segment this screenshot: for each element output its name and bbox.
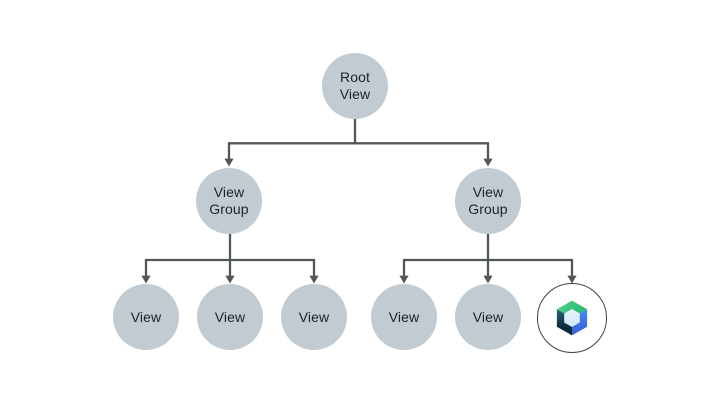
- node-compose: [537, 283, 607, 353]
- connector-arrowheads: [141, 158, 577, 284]
- node-label: Root View: [339, 69, 371, 102]
- node-view-group-right: View Group: [455, 168, 521, 234]
- arrowhead-icon: [225, 275, 235, 284]
- node-view-2: View: [197, 284, 263, 350]
- node-label: View: [388, 308, 420, 325]
- node-label: View Group: [468, 184, 508, 217]
- arrowhead-icon: [224, 158, 234, 167]
- node-label: View: [130, 308, 162, 325]
- arrowhead-icon: [483, 158, 493, 167]
- arrowhead-icon: [399, 275, 409, 284]
- arrowhead-icon: [309, 275, 319, 284]
- node-view-1: View: [113, 284, 179, 350]
- node-label: View: [298, 308, 330, 325]
- compose-hole: [564, 309, 580, 327]
- node-view-5: View: [455, 284, 521, 350]
- node-view-3: View: [281, 284, 347, 350]
- jetpack-compose-icon: [556, 300, 588, 336]
- arrowhead-icon: [567, 275, 577, 284]
- connector-level1: [227, 142, 490, 159]
- node-view-4: View: [371, 284, 437, 350]
- node-label: View: [214, 308, 246, 325]
- node-label: View: [472, 308, 504, 325]
- node-view-group-left: View Group: [196, 168, 262, 234]
- node-label: View Group: [209, 184, 249, 217]
- arrowhead-icon: [141, 275, 151, 284]
- node-root-view: Root View: [322, 53, 388, 119]
- arrowhead-icon: [483, 275, 493, 284]
- connector-strokes: [144, 118, 574, 276]
